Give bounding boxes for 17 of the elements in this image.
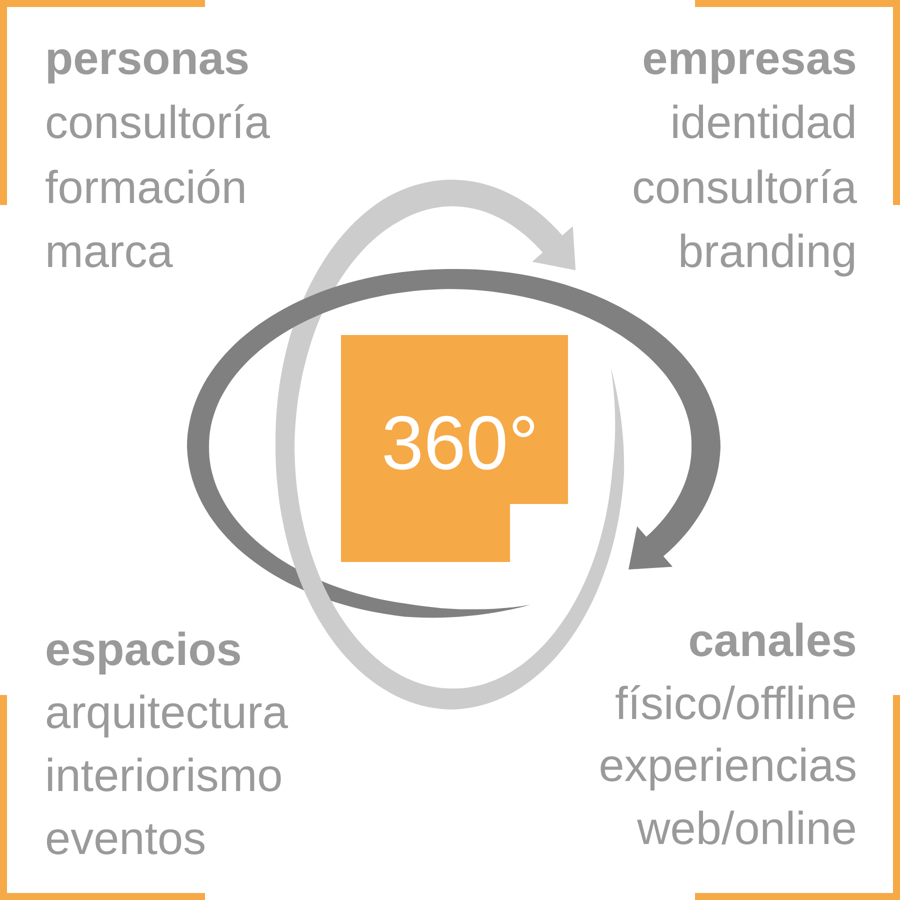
category-heading: canales — [688, 613, 857, 668]
category-heading: espacios — [45, 622, 242, 677]
service-item: consultoría — [632, 160, 857, 215]
center-label: 360° — [381, 406, 539, 482]
service-item: experiencias — [598, 738, 857, 793]
category-heading: empresas — [642, 31, 857, 86]
service-item: branding — [678, 224, 857, 279]
service-item: identidad — [670, 95, 857, 150]
service-item: interiorismo — [45, 748, 283, 803]
service-item: marca — [45, 224, 173, 279]
service-item: eventos — [45, 811, 206, 866]
service-item: consultoría — [45, 95, 270, 150]
category-heading: personas — [45, 31, 250, 86]
service-item: físico/offline — [614, 676, 857, 730]
service-item: arquitectura — [45, 685, 288, 740]
service-item: formación — [45, 160, 247, 215]
service-item: web/online — [637, 800, 857, 856]
